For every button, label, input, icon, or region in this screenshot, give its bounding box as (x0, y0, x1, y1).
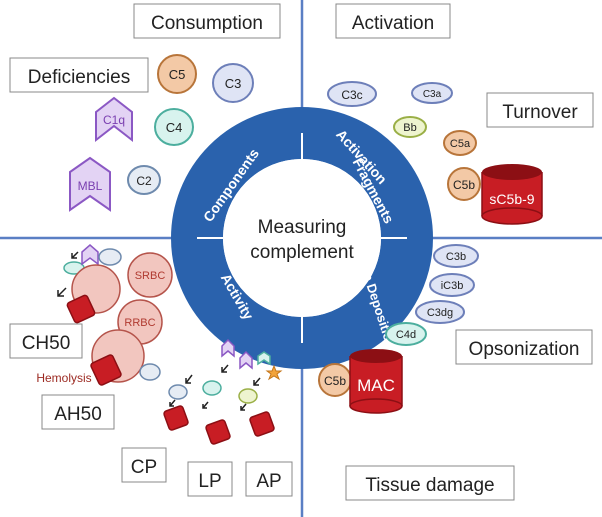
fragment-c3c (327, 81, 377, 107)
deposition-c5b-label: C5b (324, 374, 346, 388)
sc5b9-cylinder (481, 164, 543, 225)
deposition-mac-label: MAC (357, 376, 395, 395)
box-opsonization (455, 329, 593, 365)
srbc-cell (127, 252, 173, 298)
component-c4 (154, 108, 194, 146)
deposition-ic3b (429, 273, 475, 297)
pathway-lp-icons (202, 338, 235, 445)
fragment-c3c-label: C3c (341, 88, 362, 102)
fragment-c5b-label: C5b (453, 178, 475, 192)
label-lp: LP (198, 471, 221, 492)
component-c4-label: C4 (166, 120, 183, 135)
fragment-c5a-label: C5a (450, 138, 471, 150)
box-ap (245, 461, 293, 497)
arrow-icon (71, 251, 79, 259)
component-c1q-shape (95, 96, 133, 143)
component-c2 (127, 165, 161, 195)
component-c5-label: C5 (169, 67, 186, 82)
label-opsonization: Opsonization (469, 339, 580, 360)
box-lp (187, 461, 233, 497)
box-ah50 (41, 394, 115, 430)
center-title-line1: Measuring (258, 217, 347, 238)
box-turnover (486, 92, 594, 128)
pathway-ap-icons (238, 350, 283, 437)
component-c3-label: C3 (225, 76, 242, 91)
label-ap: AP (256, 471, 281, 492)
star-icon (265, 364, 283, 381)
label-cp: CP (131, 457, 157, 478)
fragment-sc5b9-label: sC5b-9 (489, 191, 534, 207)
label-turnover: Turnover (502, 102, 578, 123)
deposition-c3b (433, 244, 479, 268)
mac-cylinder (349, 349, 403, 414)
box-consumption (133, 3, 281, 39)
box-deficiencies (9, 57, 149, 93)
mac-small-icon (90, 354, 122, 386)
c1q-small-icon (81, 244, 99, 266)
fragment-c5a (443, 130, 477, 156)
fragment-bb-label: Bb (403, 122, 416, 134)
label-srbc: SRBC (135, 270, 166, 282)
mac-small-icon (66, 294, 96, 324)
deposition-c3dg-label: C3dg (427, 307, 453, 319)
deposition-c4d-label: C4d (396, 329, 416, 341)
deposition-c4d (385, 322, 427, 346)
arrow-icon (57, 287, 67, 297)
deposition-c3dg (415, 300, 465, 324)
label-consumption: Consumption (151, 13, 263, 34)
box-tissue-damage (345, 465, 515, 501)
pathway-cp-icons (163, 374, 193, 431)
center-disc (223, 159, 381, 317)
label-ah50: AH50 (54, 404, 102, 425)
antibody-small (98, 248, 122, 266)
component-c2-label: C2 (136, 174, 152, 188)
box-ch50 (9, 323, 83, 359)
component-mbl-shape (69, 156, 111, 212)
component-c1q-label: C1q (103, 113, 125, 127)
fragment-c3a-label: C3a (423, 89, 442, 100)
fragment-c5b (447, 167, 481, 201)
box-cp (121, 447, 167, 483)
label-rrbc: RRBC (124, 317, 155, 329)
center-title-line2: complement (250, 242, 354, 263)
label-activation: Activation (352, 13, 434, 34)
box-activation (335, 3, 451, 39)
fragment-c3a (411, 82, 453, 104)
label-tissue-damage: Tissue damage (365, 475, 494, 496)
label-deficiencies: Deficiencies (28, 67, 130, 88)
label-hemolysis: Hemolysis (36, 371, 91, 385)
label-ch50: CH50 (22, 333, 71, 354)
fragment-bb (393, 116, 427, 138)
deposition-c3b-label: C3b (446, 251, 466, 263)
component-mbl-label: MBL (78, 179, 103, 193)
deposition-ic3b-label: iC3b (441, 280, 464, 292)
component-c3 (212, 63, 254, 103)
antibody-small (139, 363, 161, 381)
component-c5 (157, 54, 197, 94)
